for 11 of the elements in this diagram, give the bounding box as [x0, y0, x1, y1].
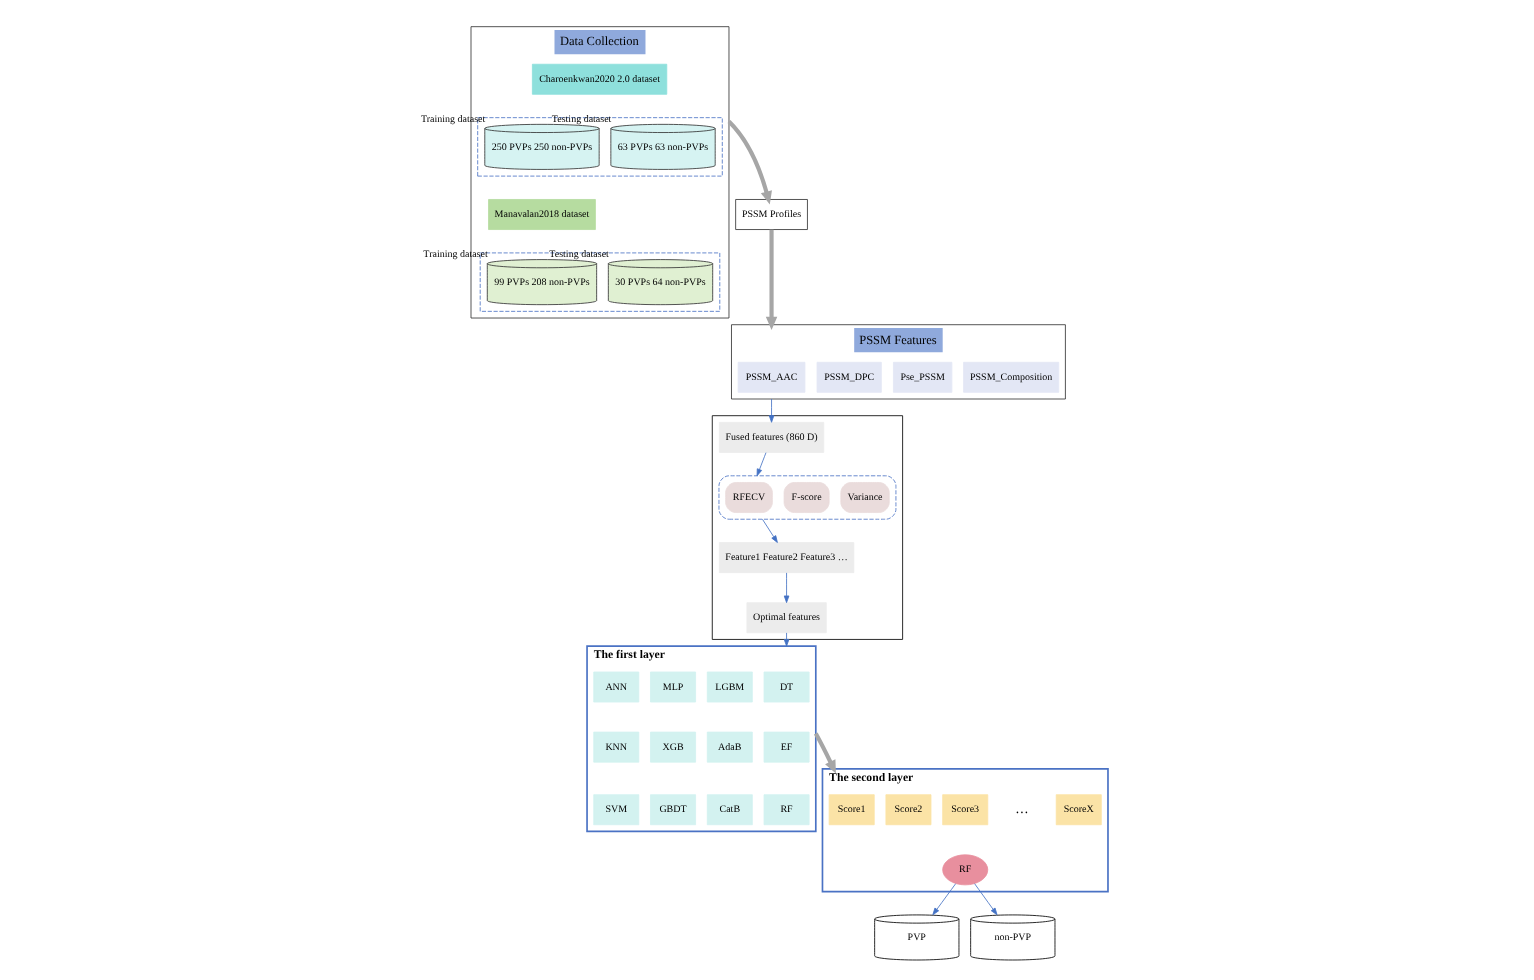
cluster [717, 475, 896, 520]
arrow [782, 632, 789, 647]
arrow [761, 518, 777, 543]
arrow [726, 120, 771, 205]
arrow [782, 572, 789, 604]
arrow [755, 452, 766, 477]
arrow [767, 398, 774, 423]
arrow [764, 229, 777, 330]
arrow [812, 732, 835, 774]
arrow [973, 883, 997, 916]
arrow [931, 883, 956, 916]
